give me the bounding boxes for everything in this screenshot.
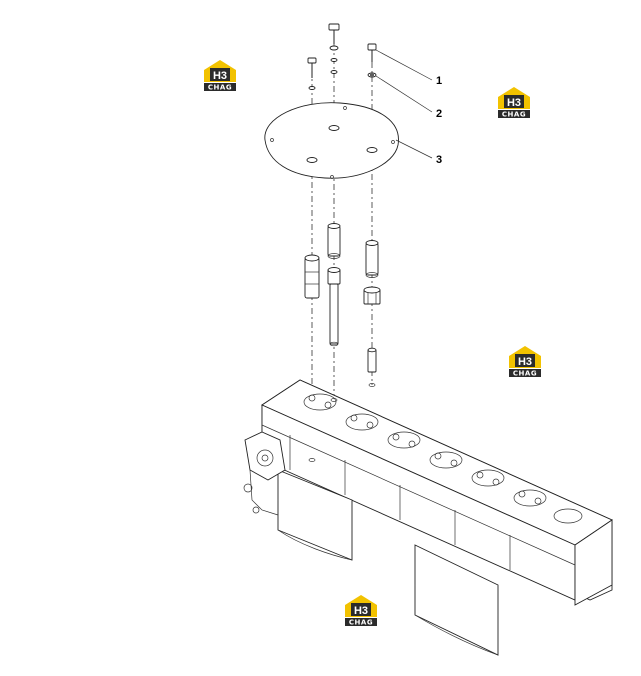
bolt-right-item-1 (367, 43, 377, 62)
logo-inner-block (351, 603, 371, 616)
sleeve-left (304, 254, 320, 299)
logo-brand-bottom: CHAG (502, 111, 526, 119)
cover-plate-item-3 (264, 102, 399, 179)
logo-inner-block (210, 68, 230, 81)
logo-inner-block (504, 95, 524, 108)
logo-bar (509, 369, 541, 377)
logo-brand-bottom: CHAG (513, 370, 537, 378)
cylinder-head (243, 379, 613, 656)
logo-bar (498, 110, 530, 118)
callout-3: 3 (436, 154, 442, 166)
bolt-center (328, 23, 340, 74)
callout-2: 2 (436, 108, 442, 120)
fitting-center (327, 267, 341, 347)
callout-1: 1 (436, 75, 442, 87)
logo-brand-bottom: CHAG (208, 84, 232, 92)
logo-brand-top: H3 (507, 97, 521, 109)
logo-brand-top: H3 (213, 70, 227, 82)
logo-brand-bottom: CHAG (349, 619, 373, 627)
callout-leaders (375, 49, 433, 159)
logo-bar (345, 618, 377, 626)
sleeve-right (365, 240, 379, 278)
axis-landing-marks (308, 383, 376, 462)
bolt-left (307, 57, 317, 90)
pin-right-lower (367, 347, 377, 373)
logo-bar (204, 83, 236, 91)
logo-brand-top: H3 (354, 605, 368, 617)
logo-inner-block (515, 354, 535, 367)
logo-brand-top: H3 (518, 356, 532, 368)
nut-right (363, 286, 381, 305)
washer-item-2 (367, 72, 377, 78)
sleeve-center-upper (327, 223, 341, 259)
